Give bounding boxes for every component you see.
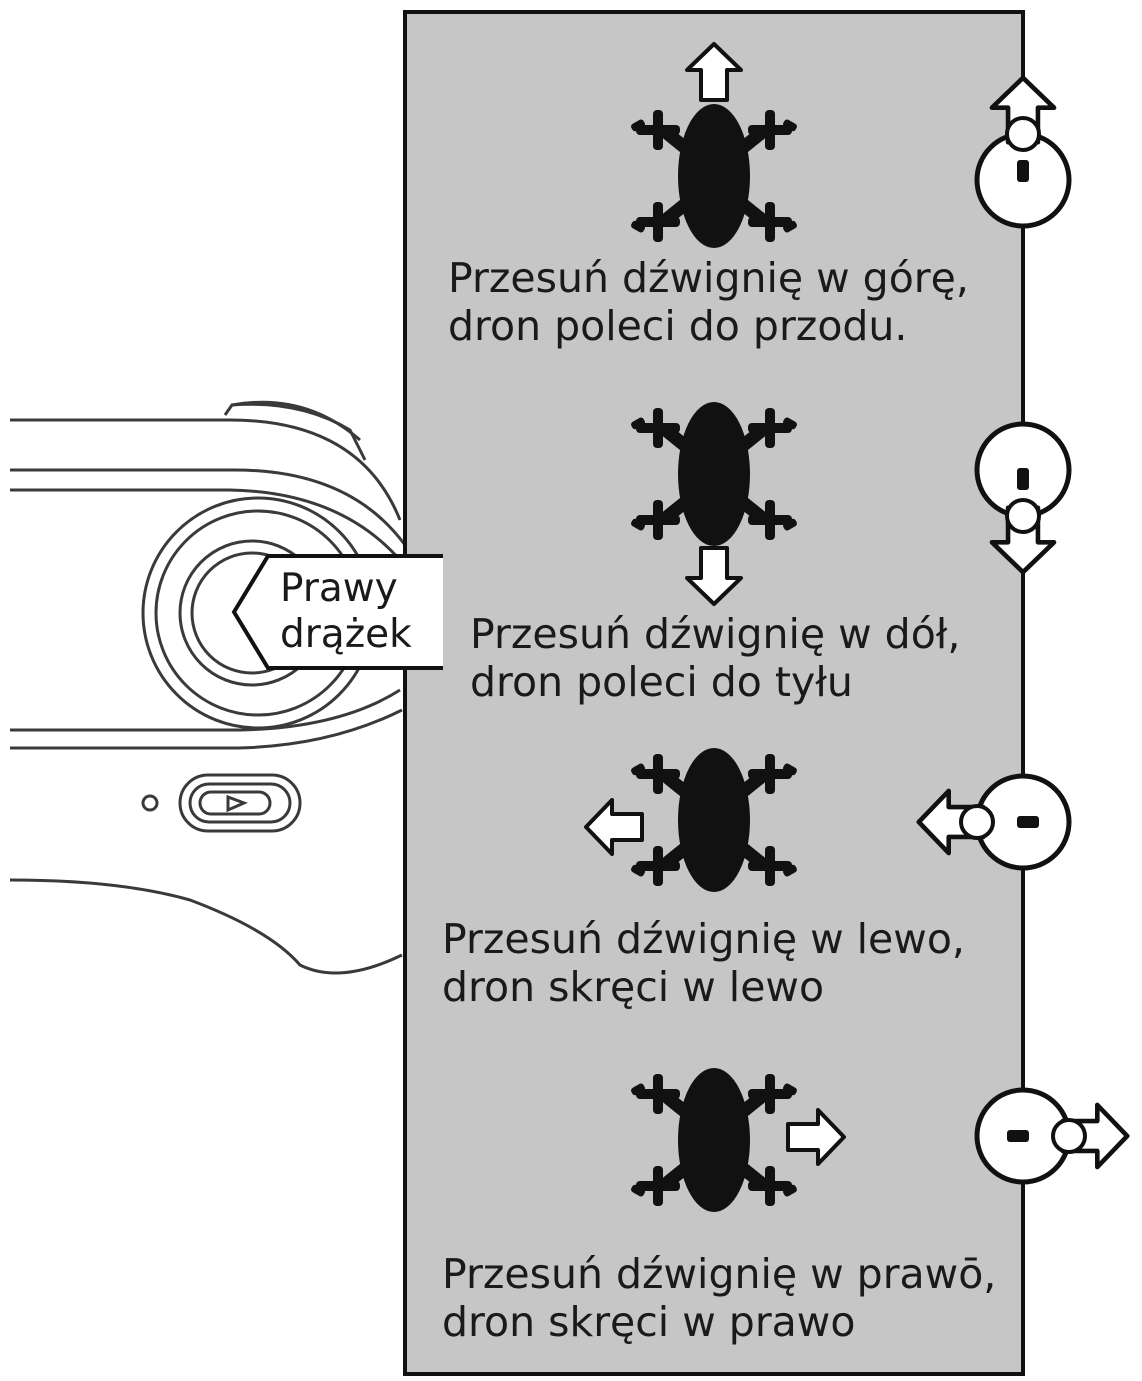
joystick-icon (977, 78, 1069, 226)
stick-callout (231, 554, 443, 670)
power-switch (141, 773, 302, 833)
instruction-left: Przesuń dźwignię w lewo, dron skręci w l… (442, 915, 965, 1011)
joystick-icon (919, 776, 1069, 868)
joystick-icon (977, 424, 1069, 572)
instruction-up: Przesuń dźwignię w górę, dron poleci do … (448, 254, 969, 350)
joystick-icon (977, 1090, 1127, 1182)
instruction-down: Przesuń dźwignię w dół, dron poleci do t… (470, 610, 961, 706)
controller-illustration (9, 400, 407, 975)
right-stick-label: Prawy drążek (280, 566, 412, 657)
instruction-right: Przesuń dźwignię w prawō, dron skręci w … (442, 1250, 997, 1346)
